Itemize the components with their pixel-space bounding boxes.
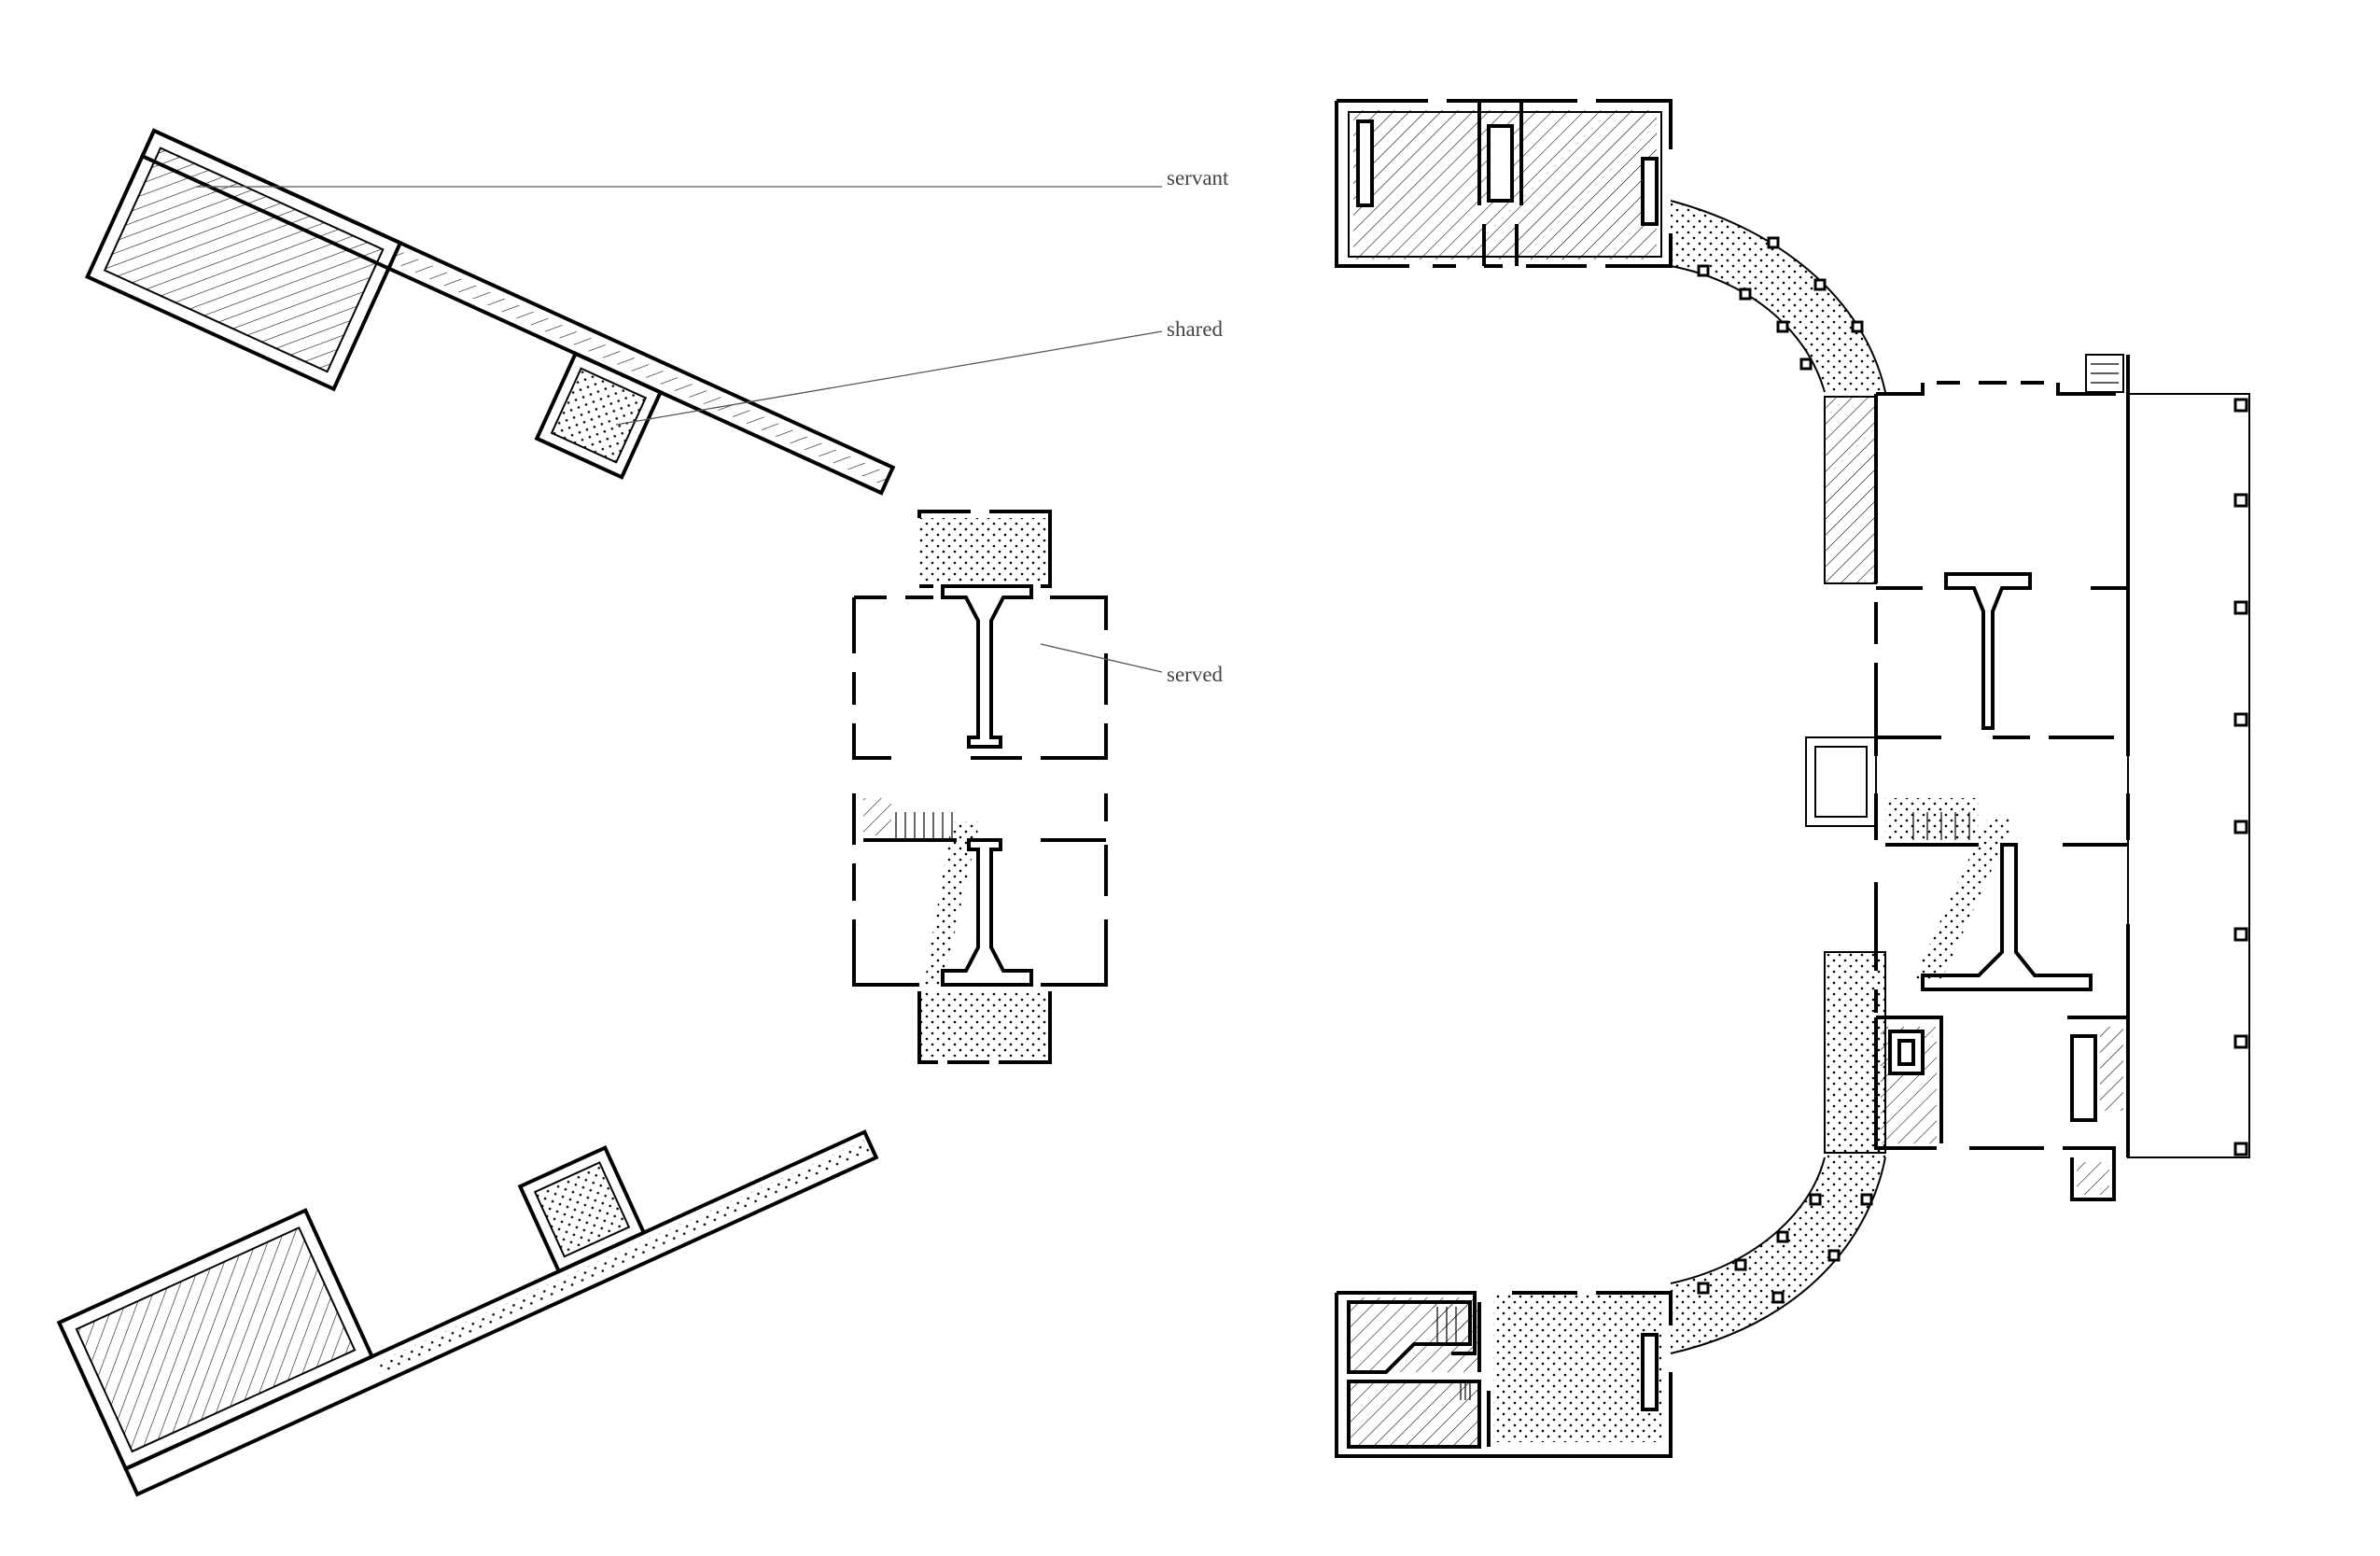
left-diagram: servant shared served — [56, 128, 1229, 1497]
stair-icon — [863, 798, 953, 840]
upper-servant-wing — [85, 128, 896, 496]
lower-servant-wing — [56, 1129, 879, 1497]
servant-label: servant — [1167, 166, 1229, 189]
annotation-shared: shared — [615, 317, 1224, 426]
annotation-served: served — [1040, 643, 1224, 686]
shared-label: shared — [1167, 317, 1224, 341]
lower-colonnade — [1670, 951, 1886, 1354]
upper-pavilion — [1335, 99, 1673, 268]
portico — [2127, 393, 2250, 1158]
lower-colonnade-column-icons — [1697, 1193, 1873, 1304]
right-diagram — [1335, 99, 2250, 1458]
main-house — [1805, 354, 2250, 1201]
left-served-block — [852, 510, 1108, 1064]
served-label: served — [1167, 663, 1224, 686]
upper-colonnade — [1670, 200, 1886, 393]
colonnade-column-icons — [1697, 236, 1864, 371]
annotation-servant: servant — [196, 166, 1229, 189]
lower-pavilion — [1335, 1291, 1673, 1458]
